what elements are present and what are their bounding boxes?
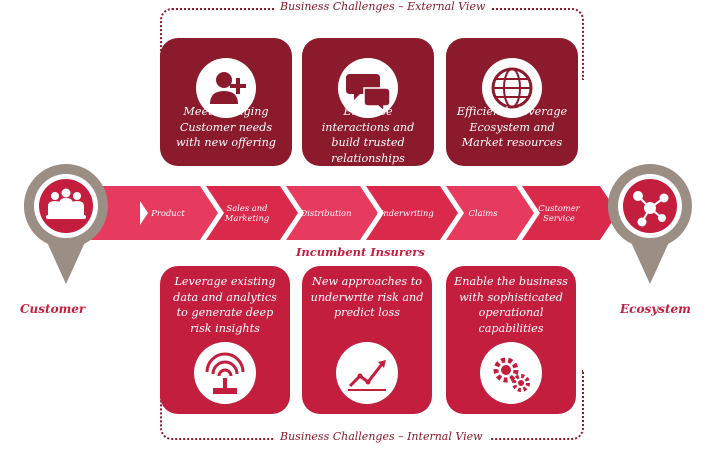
internal-view-label: Business Challenges – Internal View bbox=[274, 430, 489, 443]
external-challenge-card-interactions: Enhance interactions and build trusted r… bbox=[302, 38, 434, 166]
chevron-product bbox=[130, 186, 218, 240]
internal-challenge-card-operations: Enable the business with sophisticated o… bbox=[446, 266, 576, 414]
chain-step-sales-marketing: Sales and Marketing bbox=[224, 203, 270, 223]
ecosystem-pin bbox=[607, 164, 692, 284]
chevron-underwriting bbox=[366, 186, 458, 240]
icon-circle bbox=[480, 342, 542, 404]
card-text: Leverage existing data and analytics to … bbox=[173, 275, 277, 335]
card-text: Enable the business with sophisticated o… bbox=[454, 275, 568, 335]
chain-step-product: Product bbox=[151, 208, 185, 218]
chain-step-distribution: Distribution bbox=[300, 208, 352, 218]
people-group-icon bbox=[46, 188, 86, 219]
network-nodes-icon bbox=[633, 191, 669, 227]
chain-step-underwriting: Underwriting bbox=[376, 208, 434, 218]
trend-chart-icon bbox=[348, 360, 386, 391]
chevron-claims bbox=[446, 186, 534, 240]
gears-icon bbox=[493, 357, 530, 392]
icon-circle bbox=[194, 342, 256, 404]
incumbent-insurers-label: Incumbent Insurers bbox=[296, 245, 425, 259]
card-text: Efficiently leverage Ecosystem and Marke… bbox=[456, 105, 568, 149]
customer-pin bbox=[23, 164, 108, 284]
external-challenge-card-ecosystem: Efficiently leverage Ecosystem and Marke… bbox=[446, 38, 578, 166]
icon-circle bbox=[482, 58, 542, 118]
ecosystem-label: Ecosystem bbox=[620, 302, 691, 316]
icon-circle bbox=[336, 342, 398, 404]
user-add-icon bbox=[210, 72, 246, 104]
chevron-distribution bbox=[286, 186, 378, 240]
icon-circle bbox=[196, 58, 256, 118]
internal-challenge-card-underwriting: New approaches to underwrite risk and pr… bbox=[302, 266, 432, 414]
icon-circle bbox=[338, 58, 398, 118]
chain-step-customer-service: Customer Service bbox=[538, 203, 580, 223]
internal-challenge-card-data: Leverage existing data and analytics to … bbox=[160, 266, 290, 414]
card-text: New approaches to underwrite risk and pr… bbox=[310, 275, 424, 319]
chain-step-claims: Claims bbox=[468, 208, 498, 218]
customer-label: Customer bbox=[20, 302, 86, 316]
signal-antenna-icon bbox=[205, 352, 245, 394]
card-text: Enhance interactions and build trusted r… bbox=[321, 105, 415, 165]
chevron-sales-marketing bbox=[206, 186, 298, 240]
globe-icon bbox=[491, 67, 533, 109]
external-challenge-card-customer: Meet changing Customer needs with new of… bbox=[160, 38, 292, 166]
external-view-label: Business Challenges – External View bbox=[274, 0, 492, 13]
chat-bubbles-icon bbox=[346, 74, 391, 113]
chevron-customer-service bbox=[522, 186, 618, 240]
card-text: Meet changing Customer needs with new of… bbox=[176, 105, 276, 149]
